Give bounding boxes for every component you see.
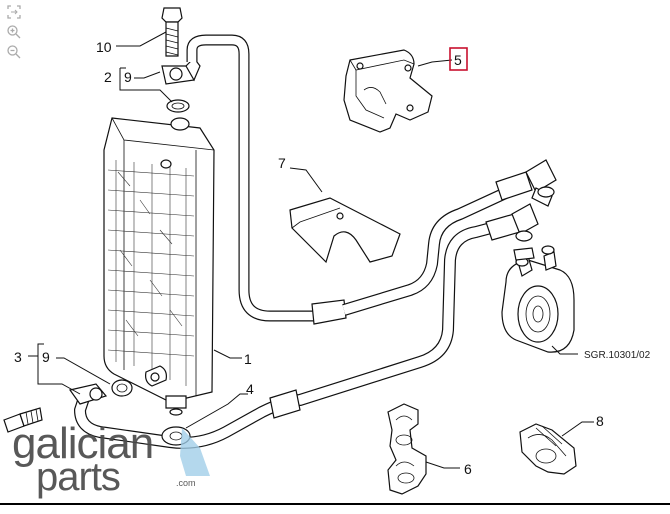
bottom-divider <box>0 503 670 505</box>
oil-filter-adapter[interactable] <box>501 245 575 353</box>
callout-9-lower[interactable]: 9 <box>42 349 50 365</box>
banjo-bolt-lower[interactable] <box>3 407 43 433</box>
callout-8[interactable]: 8 <box>596 413 604 429</box>
pipe-clip-part-6[interactable] <box>387 403 427 495</box>
banjo-bolt-top[interactable] <box>161 7 183 57</box>
oil-radiator[interactable] <box>103 117 215 416</box>
brand-watermark-logo: galician parts .com <box>12 419 210 499</box>
upper-oil-pipe[interactable] <box>186 34 557 325</box>
callout-10[interactable]: 10 <box>96 39 112 55</box>
zoom-toolbar <box>6 4 24 64</box>
sealing-washer-upper[interactable] <box>166 99 190 113</box>
pipe-clip-part-8[interactable] <box>519 423 577 475</box>
sealing-washer-lower[interactable] <box>111 379 133 397</box>
watermark-line-1: galician <box>12 419 153 468</box>
callout-6[interactable]: 6 <box>464 461 472 477</box>
watermark-suffix: .com <box>176 478 196 488</box>
callout-1[interactable]: 1 <box>244 351 252 367</box>
callout-2[interactable]: 2 <box>104 69 112 85</box>
zoom-out-icon[interactable] <box>6 44 22 60</box>
expand-icon[interactable] <box>6 4 22 20</box>
bracket-part-5[interactable] <box>343 49 433 133</box>
lower-banjo-fitting[interactable] <box>68 383 108 405</box>
lower-oil-pipe[interactable] <box>74 203 539 449</box>
callout-leaders <box>28 31 594 469</box>
zoom-in-icon[interactable] <box>6 24 22 40</box>
watermark-line-2: parts <box>36 455 120 499</box>
saddle-clamp-part-7[interactable] <box>289 197 401 264</box>
drawing-reference-code: SGR.10301/02 <box>584 350 651 361</box>
callout-3[interactable]: 3 <box>14 349 22 365</box>
callout-9-upper[interactable]: 9 <box>124 69 132 85</box>
highlight-box-part-5 <box>449 47 468 71</box>
callout-4[interactable]: 4 <box>246 381 254 397</box>
callout-5[interactable]: 5 <box>454 52 462 68</box>
watermark-sail-icon <box>180 428 210 476</box>
callout-7[interactable]: 7 <box>278 155 286 171</box>
